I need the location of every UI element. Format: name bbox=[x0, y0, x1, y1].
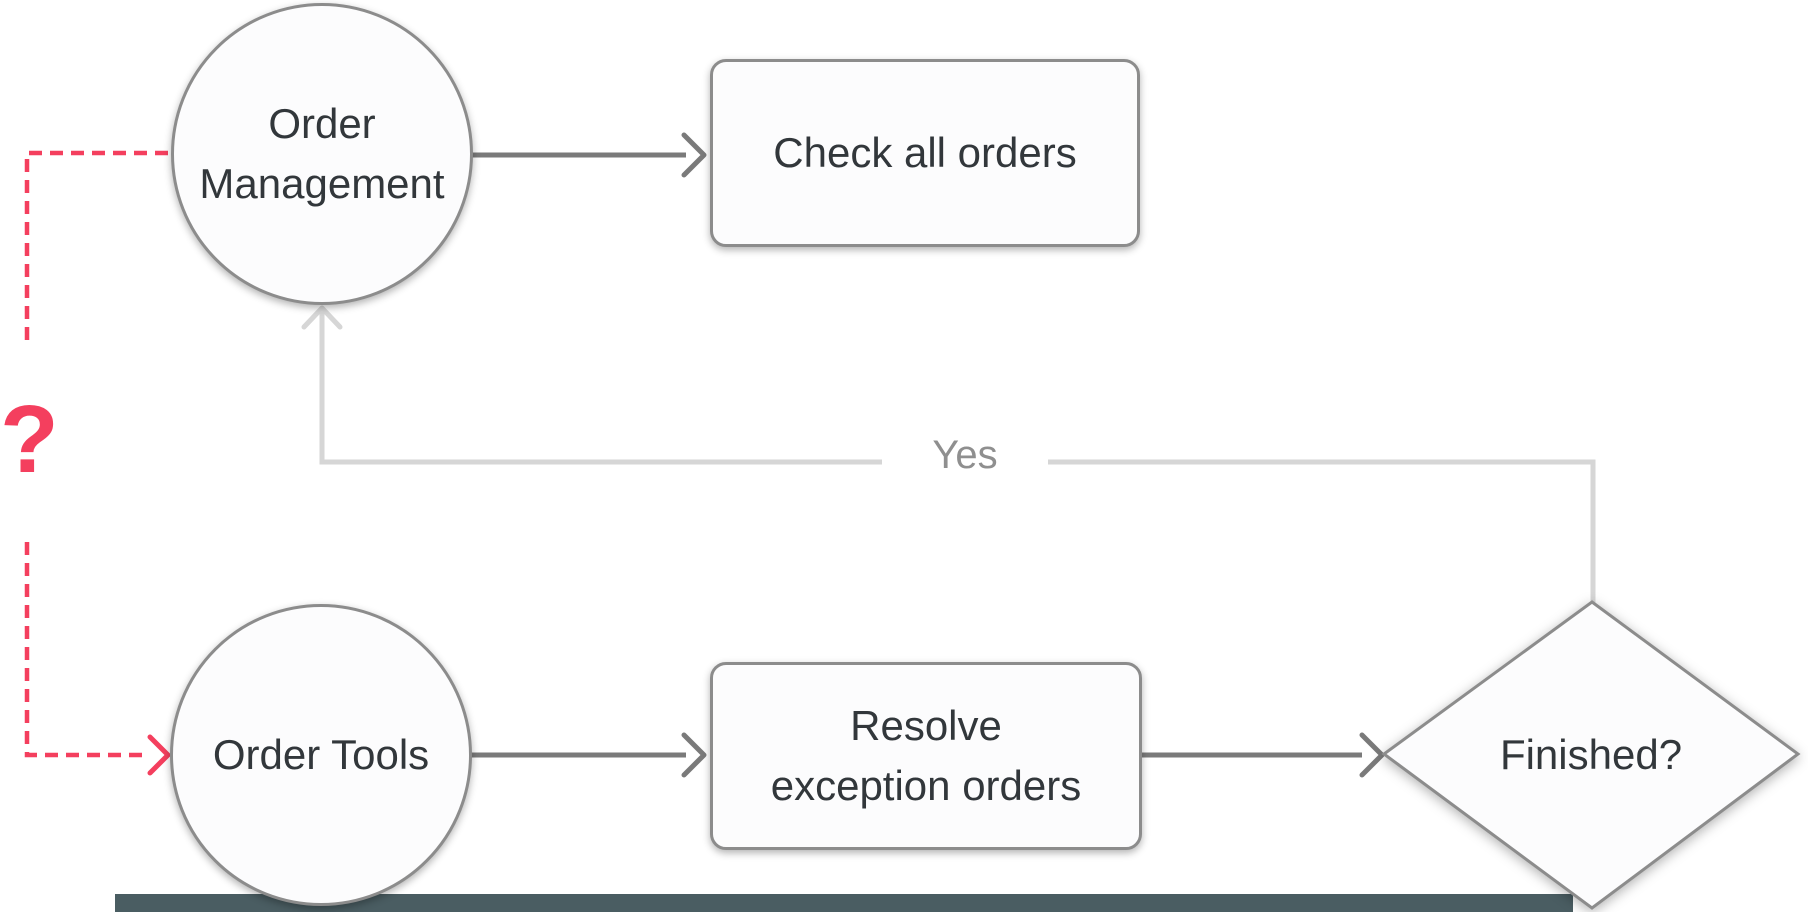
diamond-polygon bbox=[1381, 600, 1801, 910]
node-order-management-label-line2: Management bbox=[199, 160, 445, 207]
node-finished-label: Finished? bbox=[1499, 731, 1683, 778]
edge-yes-left-segment bbox=[319, 312, 882, 465]
node-order-tools-label: Order Tools bbox=[212, 731, 430, 778]
arrowhead-check-icon bbox=[681, 132, 707, 178]
edge-question-lower-segment bbox=[24, 542, 148, 758]
node-order-management[interactable]: Order Management bbox=[171, 3, 473, 305]
arrowhead-resolve-icon bbox=[681, 732, 707, 778]
arrowhead-finished-icon bbox=[1359, 732, 1385, 778]
node-order-tools[interactable]: Order Tools bbox=[170, 604, 472, 906]
bottom-bar bbox=[115, 894, 1573, 912]
node-resolve-exception-orders[interactable]: Resolve exception orders bbox=[710, 662, 1142, 850]
arrowhead-up-icon bbox=[301, 305, 343, 330]
diamond-shape bbox=[1381, 600, 1801, 910]
edge-label-yes: Yes bbox=[932, 433, 998, 477]
node-check-all-orders[interactable]: Check all orders bbox=[710, 59, 1140, 247]
node-check-all-orders-label: Check all orders bbox=[773, 129, 1077, 176]
edge-question-upper-segment bbox=[24, 150, 168, 345]
node-order-management-label-line1: Order bbox=[268, 100, 376, 147]
edge-label-question: ? bbox=[0, 386, 59, 493]
edge-yes-right-segment bbox=[1048, 459, 1596, 610]
arrowhead-question-icon bbox=[147, 734, 171, 776]
node-resolve-label-line2: exception orders bbox=[770, 762, 1082, 809]
node-finished[interactable]: Finished? bbox=[1381, 599, 1801, 911]
node-resolve-label-line1: Resolve bbox=[850, 702, 1002, 749]
